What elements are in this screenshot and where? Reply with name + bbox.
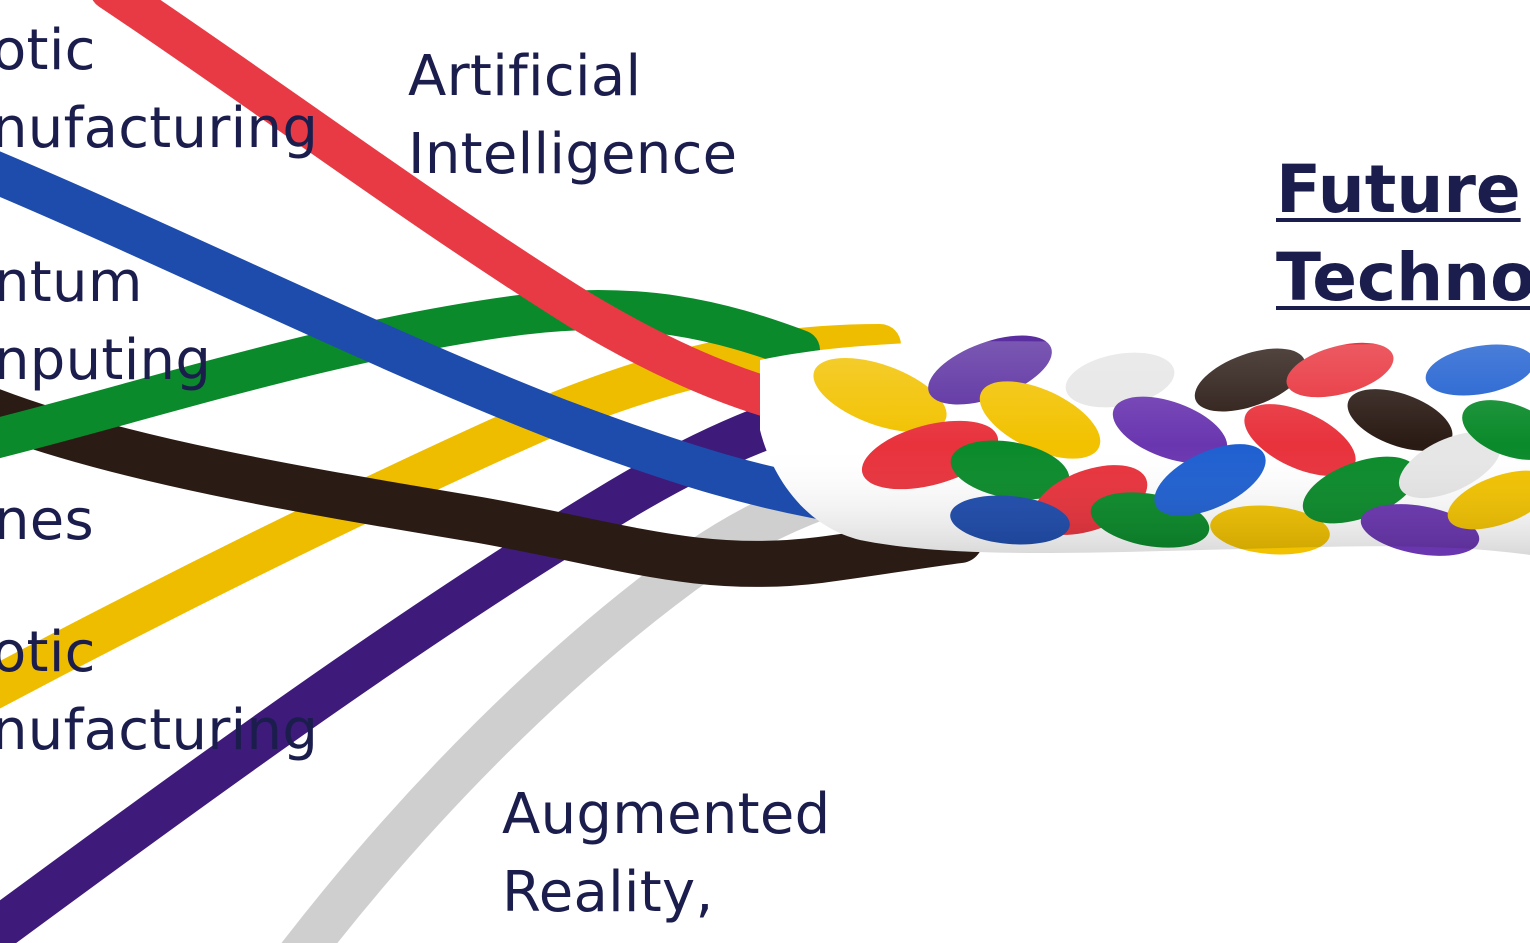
label-line: otic bbox=[0, 620, 96, 685]
label-line: ntum bbox=[0, 250, 143, 315]
label-line: Augmented bbox=[502, 782, 831, 847]
label-line: nes bbox=[0, 488, 95, 553]
label-line: Intelligence bbox=[408, 122, 738, 187]
label-artificial-intelligence: Artificial Intelligence bbox=[408, 38, 737, 194]
yellow-strand bbox=[0, 324, 901, 709]
black-strand bbox=[0, 389, 983, 587]
braid bbox=[760, 335, 1530, 556]
label-robotic-manufacturing-top: otic nufacturing bbox=[0, 12, 318, 168]
label-line: Artificial bbox=[408, 44, 642, 109]
title-line: Future bbox=[1276, 151, 1521, 228]
label-quantum-computing: ntum nputing bbox=[0, 244, 211, 400]
label-augmented-reality: Augmented Reality, bbox=[502, 776, 831, 932]
label-robotic-manufacturing-bottom: otic nufacturing bbox=[0, 614, 318, 770]
label-drones: nes bbox=[0, 482, 94, 560]
slide-title: Future Technol bbox=[1276, 146, 1530, 322]
green-strand bbox=[0, 289, 820, 459]
label-line: nputing bbox=[0, 328, 212, 393]
red-strand bbox=[92, 0, 860, 435]
label-line: Reality, bbox=[502, 860, 714, 925]
label-line: nufacturing bbox=[0, 96, 319, 161]
label-line: otic bbox=[0, 18, 96, 83]
label-line: nufacturing bbox=[0, 698, 319, 763]
title-line: Technol bbox=[1276, 239, 1530, 316]
blue-strand bbox=[0, 151, 881, 526]
